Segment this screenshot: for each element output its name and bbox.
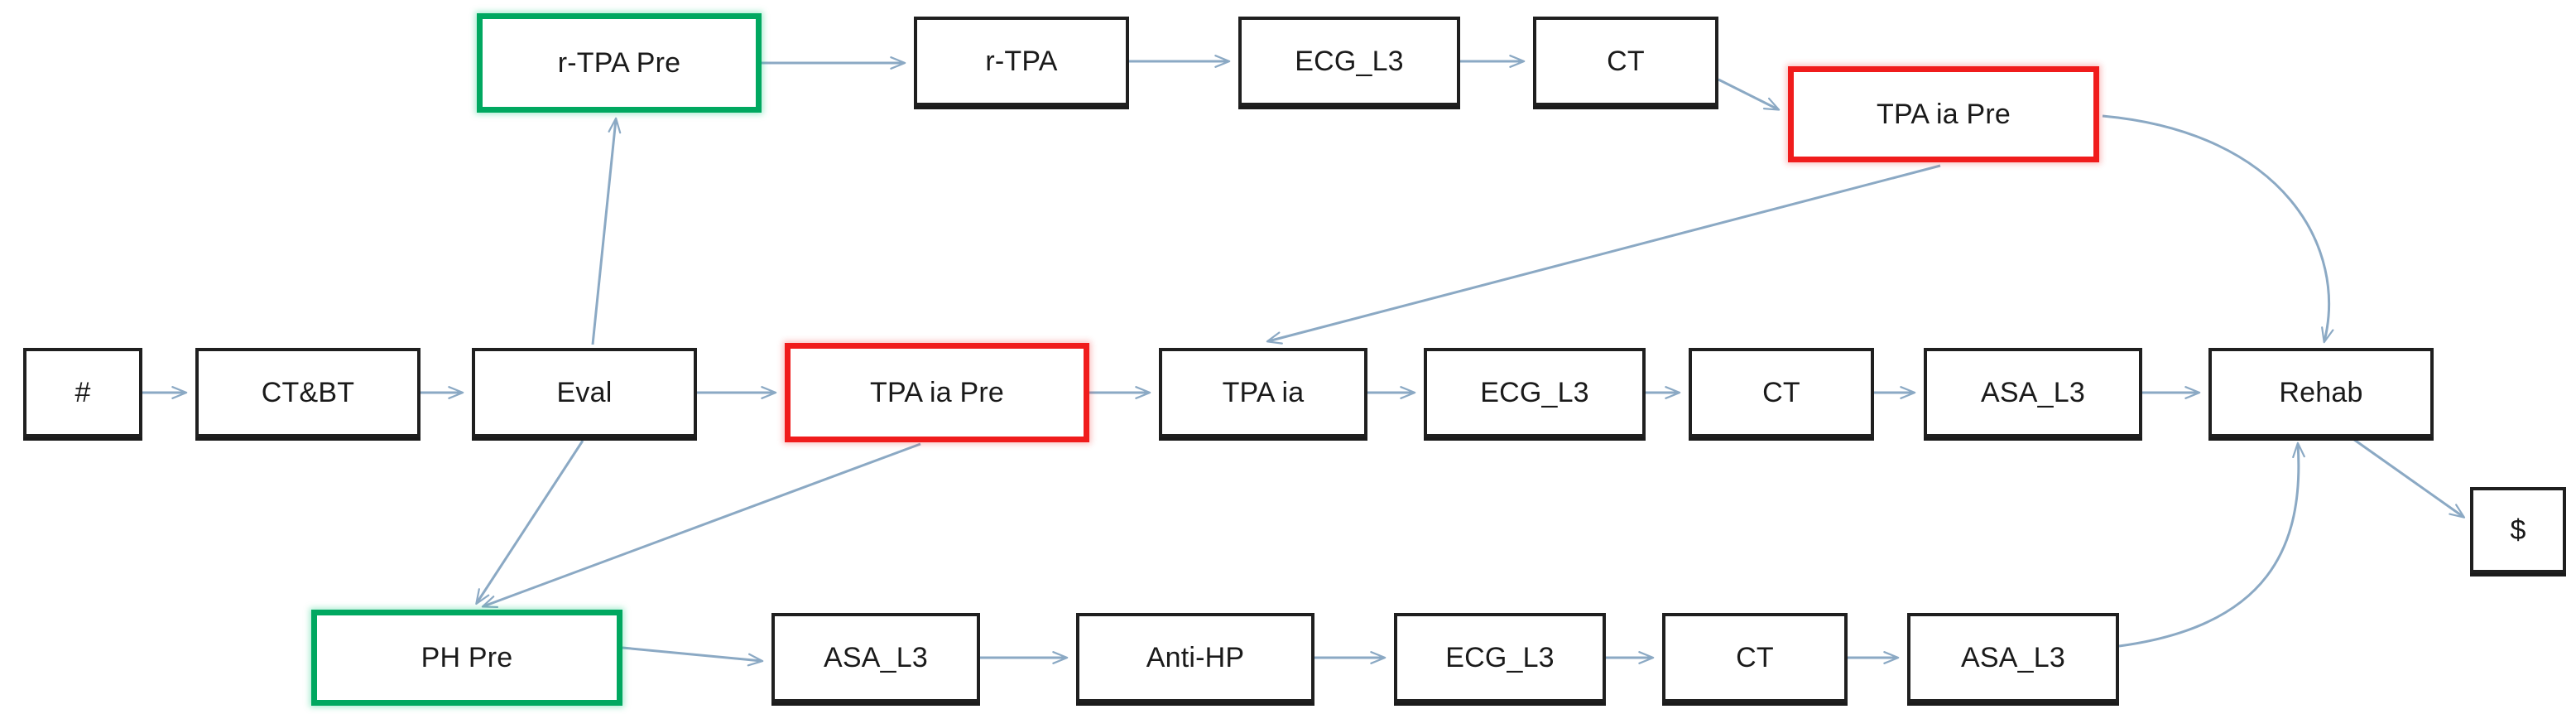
node-label: r-TPA <box>985 46 1058 77</box>
edge-tpa_ia_pre_t-tpa_ia <box>1266 164 1941 345</box>
node-hash[interactable]: # <box>23 348 142 437</box>
node-tpa-ia-pre-top[interactable]: TPA ia Pre <box>1788 66 2099 162</box>
node-ct-middle[interactable]: CT <box>1689 348 1874 437</box>
node-ct-top[interactable]: CT <box>1533 17 1718 106</box>
node-label: CT <box>1607 46 1645 77</box>
edge-asa_b2-rehab <box>2118 441 2305 648</box>
node-label: Anti-HP <box>1146 642 1245 673</box>
node-r-tpa[interactable]: r-TPA <box>914 17 1129 106</box>
edge-ph_pre-asa_b1 <box>622 646 764 667</box>
node-asa-l3-middle[interactable]: ASA_L3 <box>1924 348 2142 437</box>
node-label: ASA_L3 <box>1981 377 2085 408</box>
node-label: TPA ia <box>1222 377 1305 408</box>
node-rehab[interactable]: Rehab <box>2208 348 2434 437</box>
node-label: ECG_L3 <box>1295 46 1404 77</box>
edge-ct_top-tpa_ia_pre_t <box>1718 78 1781 111</box>
node-r-tpa-pre[interactable]: r-TPA Pre <box>477 13 762 113</box>
node-label: $ <box>2510 514 2526 546</box>
node-label: CT <box>1762 377 1800 408</box>
node-ecg-l3-middle[interactable]: ECG_L3 <box>1424 348 1646 437</box>
node-label: CT <box>1736 642 1774 673</box>
node-cost[interactable]: $ <box>2470 487 2566 573</box>
node-label: ECG_L3 <box>1445 642 1555 673</box>
edge-tpa_ia_pre_m-ph_pre <box>481 442 921 609</box>
node-tpa-ia-pre-middle[interactable]: TPA ia Pre <box>785 343 1089 442</box>
edge-eval-ph_pre <box>475 440 584 605</box>
node-label: PH Pre <box>421 642 513 673</box>
node-label: TPA ia Pre <box>1877 99 2011 130</box>
node-anti-hp[interactable]: Anti-HP <box>1076 613 1314 702</box>
node-asa-l3-bottom-2[interactable]: ASA_L3 <box>1907 613 2119 702</box>
node-label: ECG_L3 <box>1480 377 1589 408</box>
node-eval[interactable]: Eval <box>472 348 697 437</box>
node-label: Eval <box>556 377 613 408</box>
node-ct-and-bt[interactable]: CT&BT <box>195 348 421 437</box>
node-ph-pre[interactable]: PH Pre <box>311 610 622 706</box>
node-ecg-l3-top[interactable]: ECG_L3 <box>1238 17 1460 106</box>
node-label: CT&BT <box>261 377 355 408</box>
node-asa-l3-bottom-1[interactable]: ASA_L3 <box>771 613 980 702</box>
node-label: r-TPA Pre <box>557 47 681 79</box>
node-label: ASA_L3 <box>1961 642 2065 673</box>
edge-rehab-money <box>2350 436 2466 519</box>
node-label: # <box>74 377 91 408</box>
edge-tpa_ia_pre_t-rehab <box>2102 114 2334 344</box>
node-label: TPA ia Pre <box>870 377 1004 408</box>
node-ct-bottom[interactable]: CT <box>1662 613 1848 702</box>
node-label: ASA_L3 <box>824 642 928 673</box>
node-label: Rehab <box>2279 377 2363 408</box>
node-tpa-ia[interactable]: TPA ia <box>1159 348 1367 437</box>
edge-eval-rtpa_pre <box>591 117 622 345</box>
node-ecg-l3-bottom[interactable]: ECG_L3 <box>1394 613 1606 702</box>
